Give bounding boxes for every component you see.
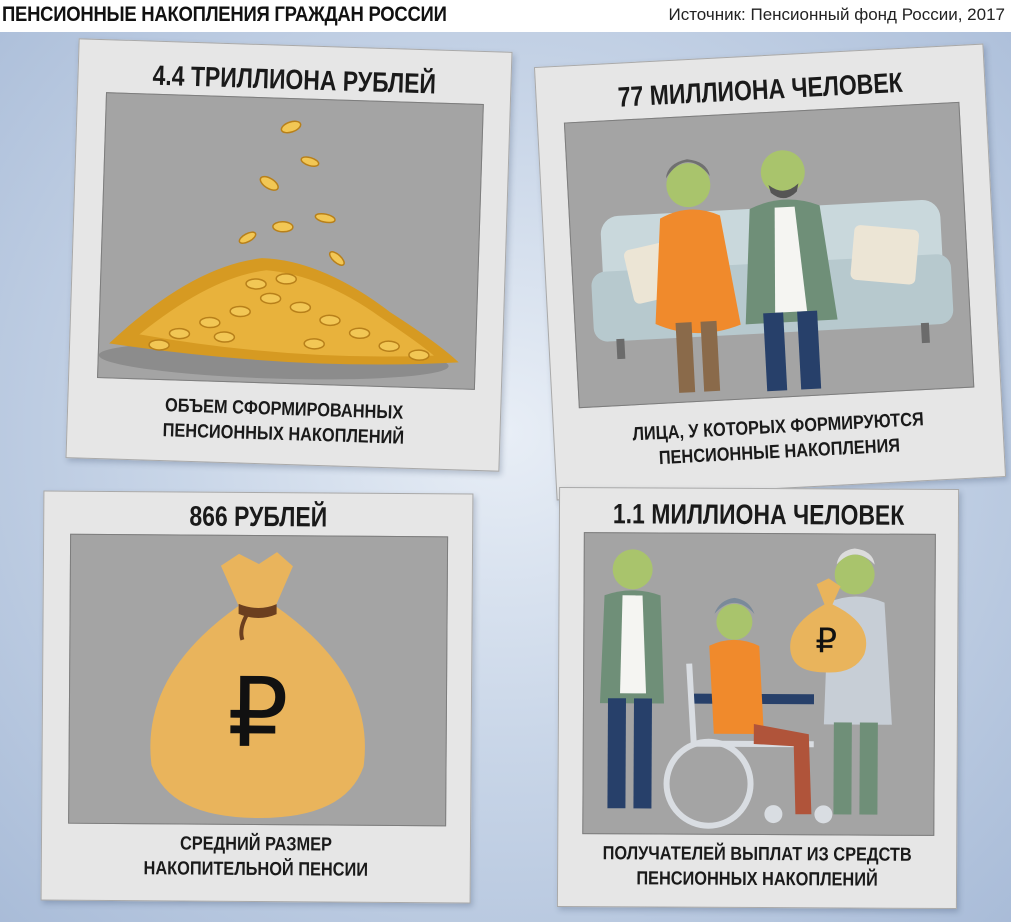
money-bag-illustration: ₽ bbox=[68, 533, 449, 827]
coin-pile-icon bbox=[98, 120, 459, 380]
ruble-sign: ₽ bbox=[227, 657, 289, 769]
card-value: 1.1 МИЛЛИОНА ЧЕЛОВЕК bbox=[613, 498, 905, 531]
card-value: 866 РУБЛЕЙ bbox=[189, 500, 328, 533]
card-savings-volume: 4.4 ТРИЛЛИОНА РУБЛЕЙ bbox=[65, 38, 513, 472]
card-caption: ОБЪЕМ СФОРМИРОВАННЫХ ПЕНСИОННЫХ НАКОПЛЕН… bbox=[162, 395, 405, 449]
header-bar: ПЕНСИОННЫЕ НАКОПЛЕНИЯ ГРАЖДАН РОССИИ Ист… bbox=[0, 0, 1011, 32]
card-caption: СРЕДНИЙ РАЗМЕР НАКОПИТЕЛЬНОЙ ПЕНСИИ bbox=[143, 833, 369, 881]
card-people-forming: 77 МИЛЛИОНА ЧЕЛОВЕК bbox=[533, 43, 1007, 501]
elderly-people-wheelchair-icon: ₽ bbox=[599, 548, 892, 829]
coin-pile-illustration bbox=[97, 92, 484, 390]
card-caption: ПОЛУЧАТЕЛЕЙ ВЫПЛАТ ИЗ СРЕДСТВ ПЕНСИОННЫХ… bbox=[602, 843, 912, 891]
card-caption: ЛИЦА, У КОТОРЫХ ФОРМИРУЮТСЯ ПЕНСИОННЫЕ Н… bbox=[632, 409, 925, 469]
money-bag-icon: ₽ bbox=[150, 552, 365, 819]
couple-illustration bbox=[563, 101, 975, 409]
wheelchair-illustration: ₽ bbox=[582, 532, 936, 836]
source-note: Источник: Пенсионный фонд России, 2017 bbox=[668, 5, 1005, 24]
card-payment-recipients: 1.1 МИЛЛИОНА ЧЕЛОВЕК bbox=[556, 486, 960, 910]
card-average-pension: 866 РУБЛЕЙ ₽ СРЕДНИЙ РАЗМЕР НАКОПИТЕЛЬНО… bbox=[40, 490, 474, 904]
page-title: ПЕНСИОННЫЕ НАКОПЛЕНИЯ ГРАЖДАН РОССИИ bbox=[2, 3, 447, 26]
ruble-sign: ₽ bbox=[815, 621, 837, 661]
elderly-couple-icon bbox=[591, 150, 954, 393]
